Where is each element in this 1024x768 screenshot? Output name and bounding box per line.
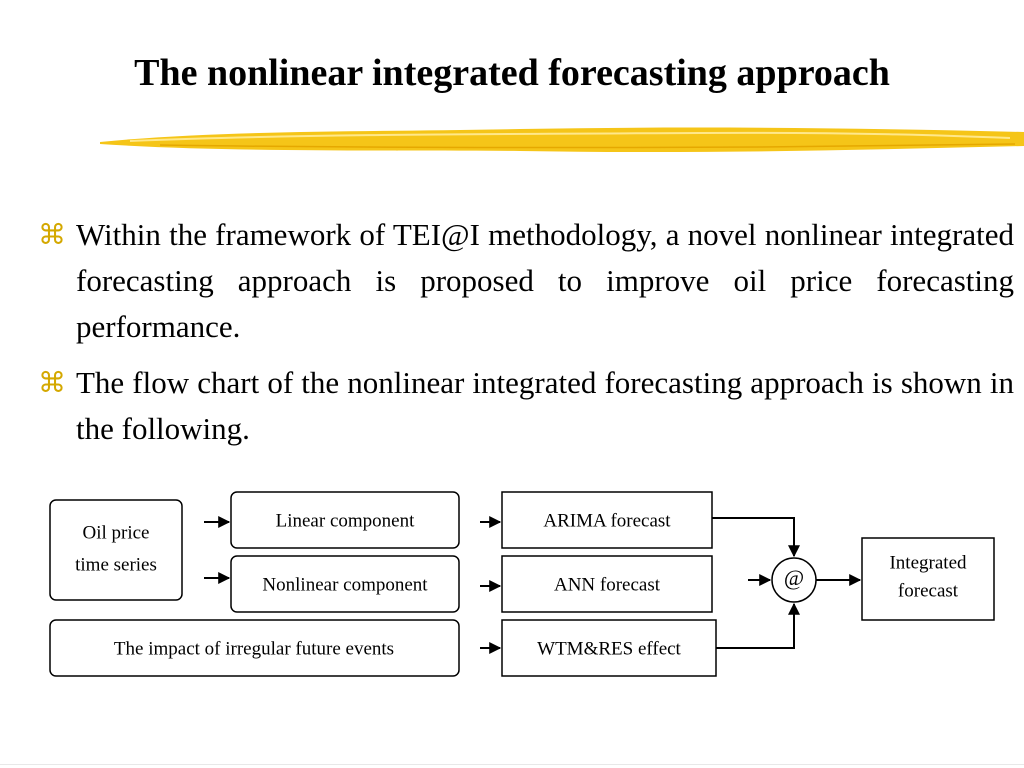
wtm-res-effect-label: WTM&RES effect [537, 638, 681, 659]
bullet-item: ⌘ The flow chart of the nonlinear integr… [38, 360, 1014, 452]
ann-forecast-label: ANN forecast [554, 574, 661, 595]
bullet-text: Within the framework of TEI@I methodolog… [76, 217, 1014, 344]
slide-title: The nonlinear integrated forecasting app… [134, 52, 890, 94]
bullet-list: ⌘ Within the framework of TEI@I methodol… [38, 212, 1014, 462]
nonlinear-component-node: Nonlinear component [230, 555, 460, 613]
wtm-res-effect-node: WTM&RES effect [501, 619, 717, 677]
combiner-node: @ [771, 557, 817, 603]
flow-chart: Oil price time series Linear component N… [49, 491, 995, 677]
linear-component-label: Linear component [276, 510, 415, 531]
footer-divider [0, 764, 1024, 765]
command-key-icon: ⌘ [38, 218, 66, 251]
arima-forecast-label: ARIMA forecast [543, 510, 671, 531]
integrated-forecast-line2: forecast [898, 580, 959, 601]
integrated-forecast-node: Integrated forecast [861, 537, 995, 621]
combiner-symbol: @ [784, 565, 804, 590]
ann-forecast-node: ANN forecast [501, 555, 713, 613]
nonlinear-component-label: Nonlinear component [262, 574, 428, 595]
linear-component-node: Linear component [230, 491, 460, 549]
arima-forecast-node: ARIMA forecast [501, 491, 713, 549]
irregular-events-node: The impact of irregular future events [49, 619, 460, 677]
arrow-wtm-to-combiner [716, 602, 800, 649]
integrated-forecast-line1: Integrated [889, 552, 967, 573]
arrow-arima-to-combiner [712, 517, 800, 558]
bullet-item: ⌘ Within the framework of TEI@I methodol… [38, 212, 1014, 350]
title-underline [100, 127, 1024, 153]
bullet-text: The flow chart of the nonlinear integrat… [76, 365, 1014, 446]
input-label-line1: Oil price [82, 522, 149, 543]
input-node: Oil price time series [49, 499, 183, 601]
irregular-events-label: The impact of irregular future events [114, 638, 394, 659]
command-key-icon: ⌘ [38, 366, 66, 399]
input-label-line2: time series [75, 554, 157, 575]
